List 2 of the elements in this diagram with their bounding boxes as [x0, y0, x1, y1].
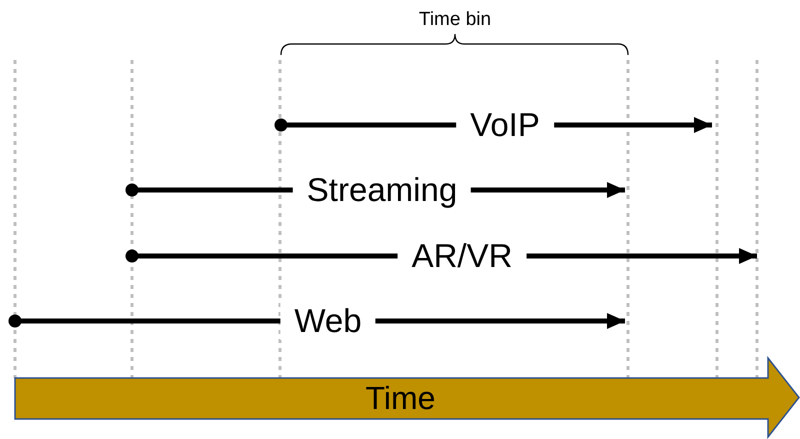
service-label: Web [280, 302, 376, 340]
time-arrow: Time [13, 356, 800, 439]
